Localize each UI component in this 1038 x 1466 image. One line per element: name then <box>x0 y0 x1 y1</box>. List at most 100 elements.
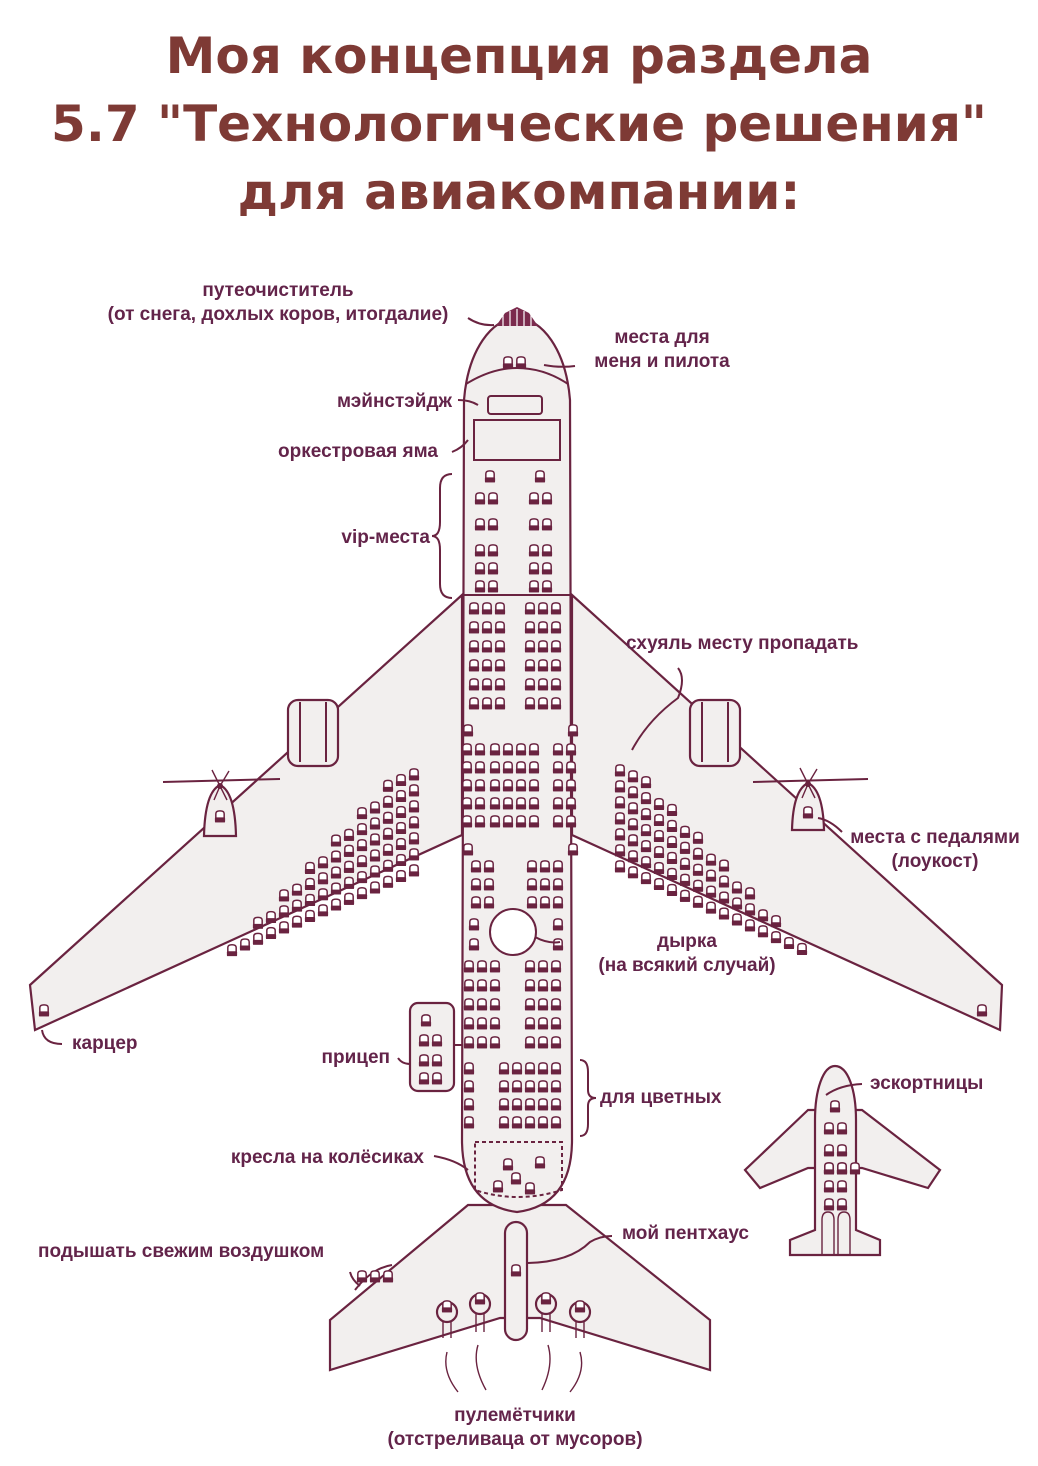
pedal-seat <box>395 821 407 835</box>
economy-seat <box>489 1017 501 1030</box>
pedal-seat <box>666 819 678 833</box>
pedal-seat <box>627 850 639 863</box>
vip-seat <box>534 470 546 483</box>
economy-seat <box>468 678 480 691</box>
economy-seat <box>481 697 493 710</box>
economy-seat <box>524 979 536 992</box>
pedal-seat <box>770 914 782 928</box>
economy-seat <box>524 998 536 1011</box>
pedal-seat <box>395 853 407 867</box>
label-pedal-seats-line2: (лоукост) <box>891 851 979 872</box>
economy-seat <box>537 640 549 653</box>
pedal-seat <box>757 909 769 922</box>
pedal-seat <box>382 875 394 889</box>
pedal-seat <box>614 812 626 825</box>
pedal-seat <box>369 865 381 879</box>
pedal-seat <box>382 859 394 873</box>
label-escorts: эскортницы <box>870 1073 984 1094</box>
label-vip-seats: vip-места <box>341 527 430 548</box>
pedal-seat <box>356 806 368 820</box>
economy-seat <box>489 979 501 992</box>
pedal-seat <box>718 859 730 873</box>
escort-seat <box>823 1180 835 1193</box>
economy-seat <box>539 896 551 909</box>
colored-seat <box>524 1062 536 1075</box>
economy-seat <box>476 960 488 973</box>
pedal-seat <box>304 893 316 907</box>
economy-seat <box>515 797 527 810</box>
wheel-chair <box>524 1182 536 1195</box>
pedal-seat <box>614 780 626 793</box>
label-cowcatcher: путеочиститель (от снега, дохлых коров, … <box>78 279 478 327</box>
pilot-seat <box>502 356 514 369</box>
pedal-seat <box>382 843 394 857</box>
economy-seat <box>476 1017 488 1030</box>
economy-seat <box>494 640 506 653</box>
escort-seat <box>823 1122 835 1135</box>
pedal-seat <box>343 876 355 890</box>
pedal-seat <box>330 834 342 848</box>
economy-seat <box>526 896 538 909</box>
pedal-seat <box>395 869 407 883</box>
label-pilot-seats-line2: меня и пилота <box>594 351 730 372</box>
label-hole-line2: (на всякий случай) <box>598 955 776 976</box>
label-mainstage: мэйнстэйдж <box>336 391 452 412</box>
economy-seat <box>489 743 501 756</box>
economy-seat <box>552 878 564 891</box>
economy-seat <box>489 815 501 828</box>
economy-seat <box>567 724 579 737</box>
economy-seat <box>474 779 486 792</box>
economy-seat <box>494 659 506 672</box>
economy-seat <box>550 659 562 672</box>
pedal-seat <box>317 856 329 869</box>
pedal-seat <box>278 905 290 918</box>
pedal-seat <box>731 913 743 927</box>
economy-seat <box>550 621 562 634</box>
leader-lines <box>41 317 863 1287</box>
economy-seat <box>468 602 480 615</box>
colored-seat <box>511 1080 523 1093</box>
economy-seat <box>565 797 577 810</box>
pedal-seat <box>653 829 665 843</box>
pedal-seat <box>395 837 407 851</box>
economy-seat <box>476 998 488 1011</box>
engine-seat <box>802 806 814 819</box>
colored-seat <box>550 1080 562 1093</box>
pedal-seat <box>679 825 691 839</box>
economy-seat <box>481 659 493 672</box>
economy-seat <box>463 998 475 1011</box>
vip-seat <box>474 580 486 593</box>
vip-seat <box>541 562 553 575</box>
pedal-seat <box>369 881 381 895</box>
colored-seat <box>498 1080 510 1093</box>
pedal-seat <box>382 779 394 793</box>
title-line-3: для авиакомпании: <box>237 163 801 221</box>
economy-seat <box>524 640 536 653</box>
economy-seat <box>483 860 495 873</box>
escort-seat <box>836 1144 848 1157</box>
gunner-seat <box>474 1292 486 1305</box>
pedal-seat <box>356 822 368 836</box>
vip-seat <box>528 544 540 557</box>
pedal-seat <box>640 823 652 837</box>
economy-seat <box>552 860 564 873</box>
pedal-seat <box>627 802 639 815</box>
economy-seat <box>528 761 540 774</box>
pedal-seat <box>614 828 626 841</box>
pedal-seat <box>343 844 355 858</box>
pedal-seat <box>666 835 678 849</box>
pedal-seat <box>330 882 342 896</box>
economy-seat <box>524 697 536 710</box>
economy-seat <box>468 659 480 672</box>
pedal-seat <box>395 773 407 787</box>
pedal-seat <box>614 844 626 857</box>
pedal-seat <box>692 895 704 909</box>
colored-seat <box>498 1116 510 1129</box>
economy-seat <box>550 640 562 653</box>
vip-seat <box>474 492 486 505</box>
pedal-seat <box>744 903 756 916</box>
colored-seat <box>498 1062 510 1075</box>
pilot-seat <box>515 356 527 369</box>
pedal-seat <box>356 854 368 868</box>
label-gunners-line2: (отстреливаца от мусоров) <box>387 1429 643 1450</box>
